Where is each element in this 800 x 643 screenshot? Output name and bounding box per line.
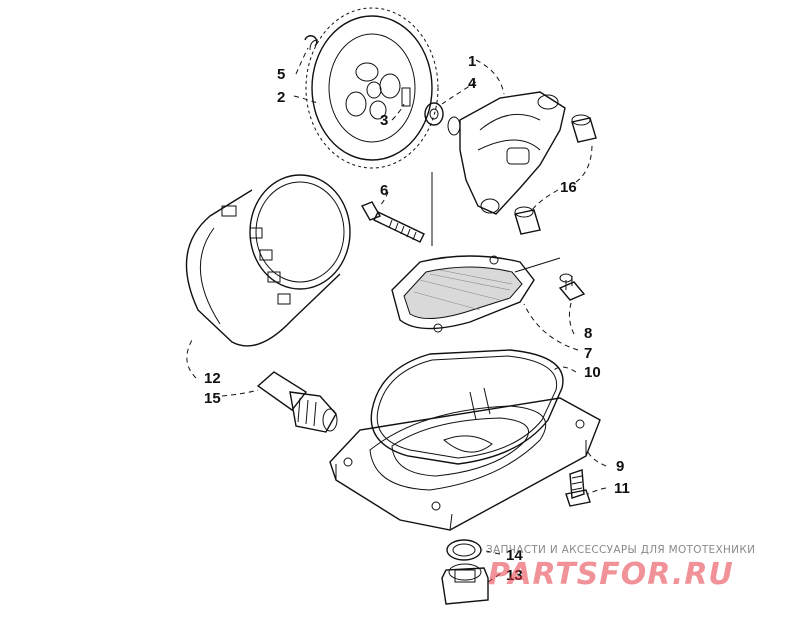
retaining-clip [304,35,318,47]
oil-pump-gear [305,7,439,169]
callout-5: 5 [277,66,285,83]
screen-bolt [558,273,586,301]
callout-labels: 1 2 3 4 5 6 7 8 9 10 11 12 13 14 15 16 [204,53,630,584]
callout-12: 12 [204,370,221,387]
callout-13: 13 [506,567,523,584]
callout-7: 7 [584,345,592,362]
watermark-tagline: ЗАПЧАСТИ И АКСЕССУАРЫ ДЛЯ МОТОТЕХНИКИ [486,544,755,556]
oil-strainer-screen [391,255,535,333]
washer [424,102,444,126]
watermark-brand: PARTSFOR.RU [488,557,734,592]
dowel-pin-lower [514,206,541,235]
callout-14: 14 [506,547,523,564]
oil-pump-housing [447,91,566,215]
pump-mounting-bolt [360,201,425,243]
callout-16: 16 [560,179,577,196]
callout-15: 15 [204,390,221,407]
leader-lines [186,47,607,583]
callout-8: 8 [584,325,592,342]
callout-9: 9 [616,458,624,475]
oil-pan-cover [329,387,601,531]
callout-3: 3 [380,112,388,129]
oil-pressure-switch [256,371,338,433]
watermark: ЗАПЧАСТИ И АКСЕССУАРЫ ДЛЯ МОТОТЕХНИКИ PA… [486,544,755,592]
drain-plug-washer [446,539,482,561]
callout-2: 2 [277,89,285,106]
cover-bolt [565,469,591,507]
callout-10: 10 [584,364,601,381]
dowel-pin-upper [571,114,597,143]
drain-plug [441,563,489,605]
oil-filter [185,174,352,347]
callout-1: 1 [468,53,476,70]
callout-6: 6 [380,182,388,199]
callout-11: 11 [614,480,630,497]
o-ring-gasket [370,349,564,465]
callout-4: 4 [468,75,477,92]
